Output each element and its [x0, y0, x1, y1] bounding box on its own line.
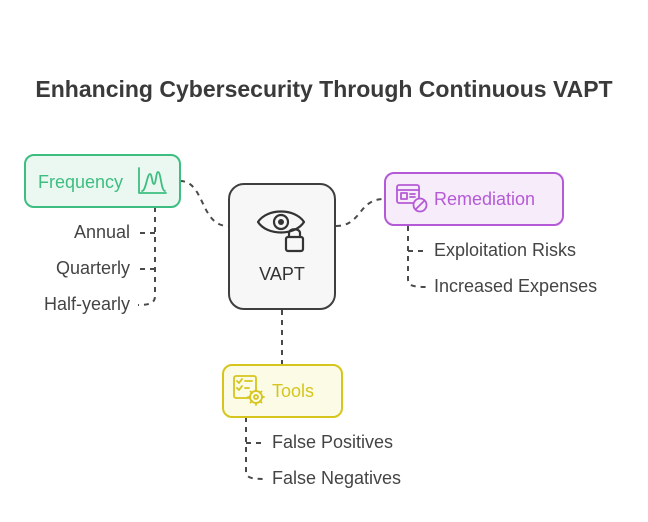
tools-box	[222, 364, 343, 418]
connector-center-remediation	[335, 198, 385, 227]
tools-item-false-positives: False Positives	[272, 432, 394, 452]
remediation-box	[384, 172, 564, 226]
checklist-gear-icon	[233, 375, 265, 406]
frequency-item-annual: Annual	[73, 222, 130, 242]
remediation-label: Remediation	[434, 189, 536, 209]
tools-label: Tools	[272, 381, 315, 401]
bell-curve-chart-icon	[138, 167, 167, 194]
connector-frequency-items	[137, 207, 156, 306]
remediation-item-increased-expenses: Increased Expenses	[434, 276, 598, 296]
vapt-center-box	[228, 183, 336, 310]
frequency-item-quarterly: Quarterly	[55, 258, 130, 278]
browser-block-icon	[396, 184, 428, 213]
vapt-label: VAPT	[259, 264, 305, 284]
diagram-title: Enhancing Cybersecurity Through Continuo…	[35, 76, 613, 102]
connector-tools-items	[245, 417, 267, 480]
connector-remediation-items	[407, 226, 429, 288]
frequency-item-half-yearly: Half-yearly	[43, 294, 130, 314]
remediation-item-exploitation-risks: Exploitation Risks	[434, 240, 577, 260]
tools-item-false-negatives: False Negatives	[272, 468, 402, 488]
frequency-label: Frequency	[38, 172, 124, 192]
connector-frequency-center	[179, 180, 229, 227]
eye-lock-icon	[256, 210, 306, 253]
